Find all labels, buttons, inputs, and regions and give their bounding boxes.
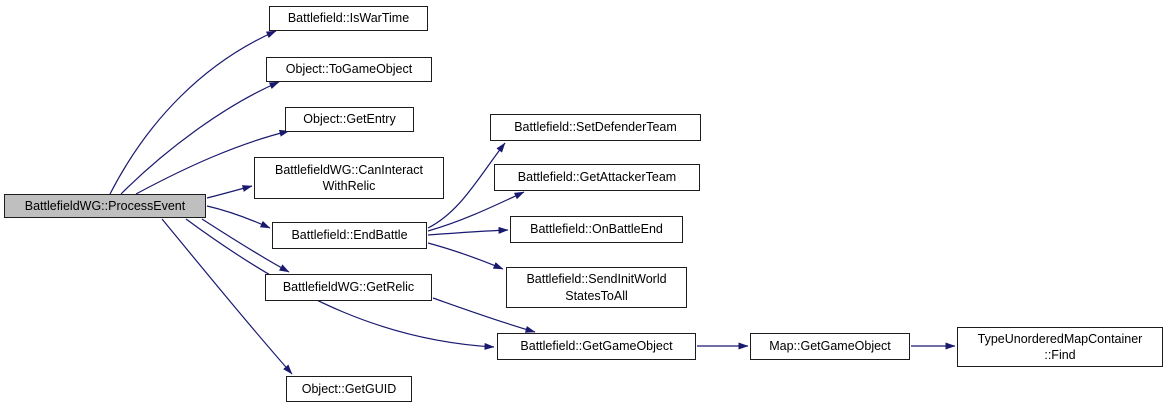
node-battlefield-setdefenderteam[interactable]: Battlefield::SetDefenderTeam — [490, 114, 701, 141]
node-label: Map::GetGameObject — [769, 339, 891, 354]
edge-endbattle-onbattleend — [427, 226, 509, 236]
node-label: TypeUnorderedMapContainer ::Find — [977, 331, 1143, 363]
node-object-getguid[interactable]: Object::GetGUID — [286, 376, 412, 402]
edge-processevent-iswartime — [109, 30, 277, 195]
edge-processevent-getentry — [135, 129, 290, 195]
edge-processevent-getguid — [161, 218, 293, 375]
node-label: BattlefieldWG::GetRelic — [282, 280, 415, 295]
node-label: Battlefield::EndBattle — [291, 228, 408, 243]
node-map-getgameobject[interactable]: Map::GetGameObject — [750, 333, 910, 360]
edge-getrelic-getgameobject — [432, 297, 536, 333]
node-label: Battlefield::GetAttackerTeam — [517, 170, 677, 185]
node-object-getentry[interactable]: Object::GetEntry — [285, 107, 414, 132]
node-label: Battlefield::SetDefenderTeam — [514, 120, 677, 135]
node-label: Battlefield::GetGameObject — [520, 339, 673, 354]
node-battlefield-iswartime[interactable]: Battlefield::IsWarTime — [269, 6, 428, 31]
edge-endbattle-sendinitworldstatestoall — [427, 242, 504, 270]
node-battlefield-getgameobject[interactable]: Battlefield::GetGameObject — [497, 333, 696, 360]
node-label: Battlefield::IsWarTime — [287, 11, 410, 26]
edge-processevent-caninteractwithrelic — [206, 185, 253, 199]
edge-processevent-getgameobject — [185, 218, 495, 350]
node-battlefieldwg-processevent[interactable]: BattlefieldWG::ProcessEvent — [4, 194, 206, 218]
edge-endbattle-setdefenderteam — [427, 142, 506, 229]
node-battlefieldwg-caninteractwithrelic[interactable]: BattlefieldWG::CanInteract WithRelic — [254, 157, 444, 199]
node-label: BattlefieldWG::ProcessEvent — [24, 198, 186, 213]
edge-processevent-endbattle — [206, 205, 271, 229]
node-label: Battlefield::SendInitWorld StatesToAll — [526, 272, 667, 303]
node-battlefield-onbattleend[interactable]: Battlefield::OnBattleEnd — [510, 216, 683, 243]
node-label: Battlefield::OnBattleEnd — [530, 222, 663, 237]
edge-endbattle-getattackerteam — [427, 191, 525, 232]
node-label: BattlefieldWG::CanInteract WithRelic — [275, 162, 423, 194]
edge-processevent-togameobject — [120, 81, 280, 195]
edge-processevent-getrelic — [201, 218, 290, 273]
node-typeunorderedmapcontainer-find[interactable]: TypeUnorderedMapContainer ::Find — [957, 327, 1163, 367]
node-battlefield-endbattle[interactable]: Battlefield::EndBattle — [272, 222, 427, 249]
node-label: Object::ToGameObject — [285, 62, 413, 77]
node-battlefieldwg-getrelic[interactable]: BattlefieldWG::GetRelic — [265, 274, 432, 301]
node-battlefield-sendinitworldstatestoall[interactable]: Battlefield::SendInitWorld StatesToAll — [506, 267, 687, 308]
node-label: Object::GetEntry — [303, 112, 396, 127]
node-label: Object::GetGUID — [301, 381, 397, 396]
node-object-togameobject[interactable]: Object::ToGameObject — [266, 57, 432, 82]
node-battlefield-getattackerteam[interactable]: Battlefield::GetAttackerTeam — [494, 164, 700, 191]
